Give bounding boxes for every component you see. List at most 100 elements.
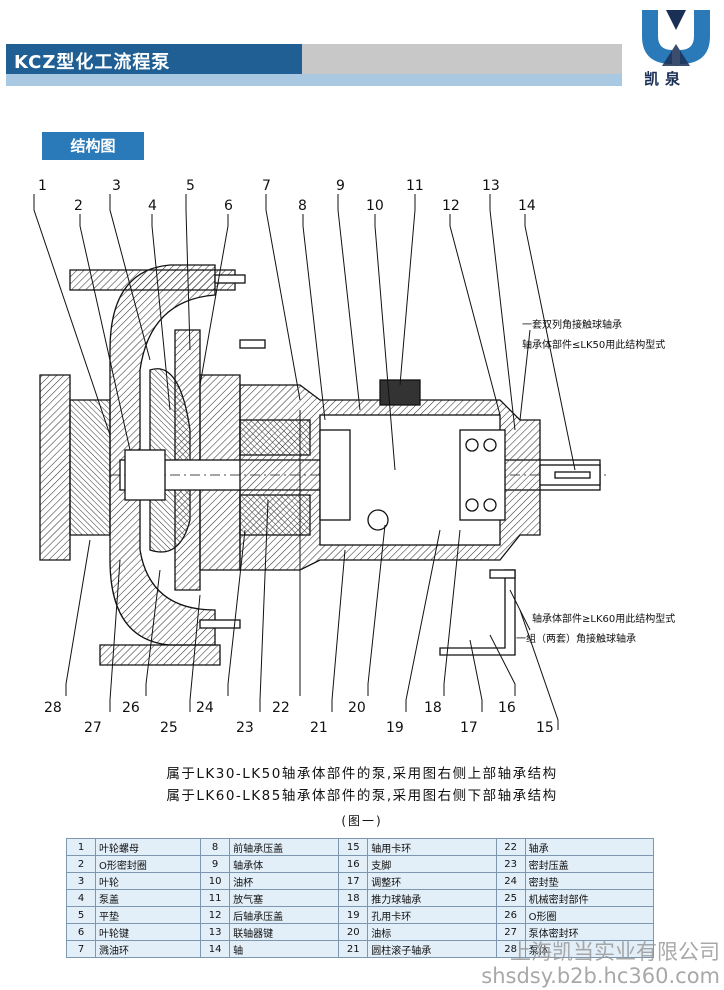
- header-band-grey: [302, 44, 622, 74]
- part-number: 5: [66, 906, 96, 924]
- part-name: 泵体: [524, 940, 655, 958]
- part-number: 27: [495, 923, 526, 941]
- part-number: 13: [200, 923, 231, 941]
- rear-bearing: [459, 429, 506, 521]
- note-top-2: 轴承体部件≤LK50用此结构型式: [522, 338, 665, 351]
- part-name: 油标: [367, 923, 497, 941]
- label-4: 4: [148, 198, 157, 214]
- company-logo: [642, 10, 710, 66]
- part-name: 圆柱滚子轴承: [367, 940, 497, 958]
- label-8: 8: [298, 198, 307, 214]
- label-15: 15: [536, 720, 554, 736]
- label-19: 19: [386, 720, 404, 736]
- label-2: 2: [74, 198, 83, 214]
- part-name: 支脚: [367, 855, 497, 873]
- section-label: 结构图: [42, 132, 144, 160]
- part-number: 16: [338, 855, 369, 873]
- part-name: 机械密封部件: [524, 889, 655, 907]
- part-name: O形圈: [524, 906, 655, 924]
- label-17: 17: [460, 720, 478, 736]
- part-name: 前轴承压盖: [229, 838, 340, 856]
- part-name: 轴用卡环: [367, 838, 497, 856]
- label-5: 5: [186, 178, 195, 194]
- caption-line-2: 属于LK60-LK85轴承体部件的泵,采用图右侧下部轴承结构: [166, 788, 558, 804]
- part-number: 3: [66, 872, 96, 890]
- part-name: 推力球轴承: [367, 889, 497, 907]
- part-name: 叶轮键: [94, 923, 202, 941]
- part-number: 6: [66, 923, 96, 941]
- part-number: 18: [338, 889, 369, 907]
- label-3: 3: [112, 178, 121, 194]
- part-name: 轴: [229, 940, 340, 958]
- part-name: 轴承体: [229, 855, 340, 873]
- inlet-flange: [39, 374, 71, 561]
- note-bottom-1: 轴承体部件≥LK60用此结构型式: [532, 612, 675, 625]
- header-band-light: [6, 74, 622, 86]
- watermark-url: shsdsy.b2b.hc360.com: [481, 964, 720, 988]
- front-bearing: [319, 429, 351, 521]
- label-1: 1: [38, 178, 47, 194]
- part-number: 17: [338, 872, 369, 890]
- label-13: 13: [482, 178, 500, 194]
- label-23: 23: [236, 720, 254, 736]
- part-number: 26: [495, 906, 526, 924]
- label-7: 7: [262, 178, 271, 194]
- part-name: 联轴器键: [229, 923, 340, 941]
- part-name: 放气塞: [229, 889, 340, 907]
- part-number: 12: [200, 906, 231, 924]
- note-top-1: 一套双列角接触球轴承: [522, 318, 622, 331]
- part-name: 密封压盖: [524, 855, 655, 873]
- label-21: 21: [310, 720, 328, 736]
- pump-structure-diagram: 1 2 3 4 5 6 7 8 9 10 11 12 13 14 15 16 1…: [33, 178, 675, 736]
- part-number: 9: [200, 855, 231, 873]
- page-title: KCZ型化工流程泵: [14, 52, 171, 73]
- label-26: 26: [122, 700, 140, 716]
- part-name: 叶轮螺母: [94, 838, 202, 856]
- part-number: 25: [495, 889, 526, 907]
- watermark-company: 上海凯当实业有限公司: [510, 940, 720, 964]
- part-number: 22: [495, 838, 526, 856]
- part-name: 溅油环: [94, 940, 202, 958]
- part-name: 后轴承压盖: [229, 906, 340, 924]
- header-band-dark: [6, 44, 302, 74]
- part-number: 14: [200, 940, 231, 958]
- caption-line-1: 属于LK30-LK50轴承体部件的泵,采用图右侧上部轴承结构: [166, 766, 558, 782]
- part-number: 19: [338, 906, 369, 924]
- part-number: 1: [66, 838, 96, 856]
- part-number: 4: [66, 889, 96, 907]
- part-number: 20: [338, 923, 369, 941]
- label-27: 27: [84, 720, 102, 736]
- part-number: 24: [495, 872, 526, 890]
- part-name: 调整环: [367, 872, 497, 890]
- part-number: 7: [66, 940, 96, 958]
- label-20: 20: [348, 700, 366, 716]
- label-14: 14: [518, 198, 536, 214]
- label-12: 12: [442, 198, 460, 214]
- label-10: 10: [366, 198, 384, 214]
- part-name: 平垫: [94, 906, 202, 924]
- part-name: 泵盖: [94, 889, 202, 907]
- label-28: 28: [44, 700, 62, 716]
- figure-caption: (图一): [341, 814, 383, 828]
- label-11: 11: [406, 178, 424, 194]
- part-number: 23: [495, 855, 526, 873]
- oil-gauge: [367, 509, 389, 531]
- label-24: 24: [196, 700, 214, 716]
- part-number: 11: [200, 889, 231, 907]
- label-6: 6: [224, 198, 233, 214]
- part-number: 8: [200, 838, 231, 856]
- part-name: 叶轮: [94, 872, 202, 890]
- part-number: 10: [200, 872, 231, 890]
- part-name: 密封垫: [524, 872, 655, 890]
- part-name: 轴承: [524, 838, 655, 856]
- part-name: 孔用卡环: [367, 906, 497, 924]
- part-number: 2: [66, 855, 96, 873]
- logo-text: 凯泉: [644, 70, 687, 88]
- note-bottom-2: 一组（两套）角接触球轴承: [516, 632, 636, 645]
